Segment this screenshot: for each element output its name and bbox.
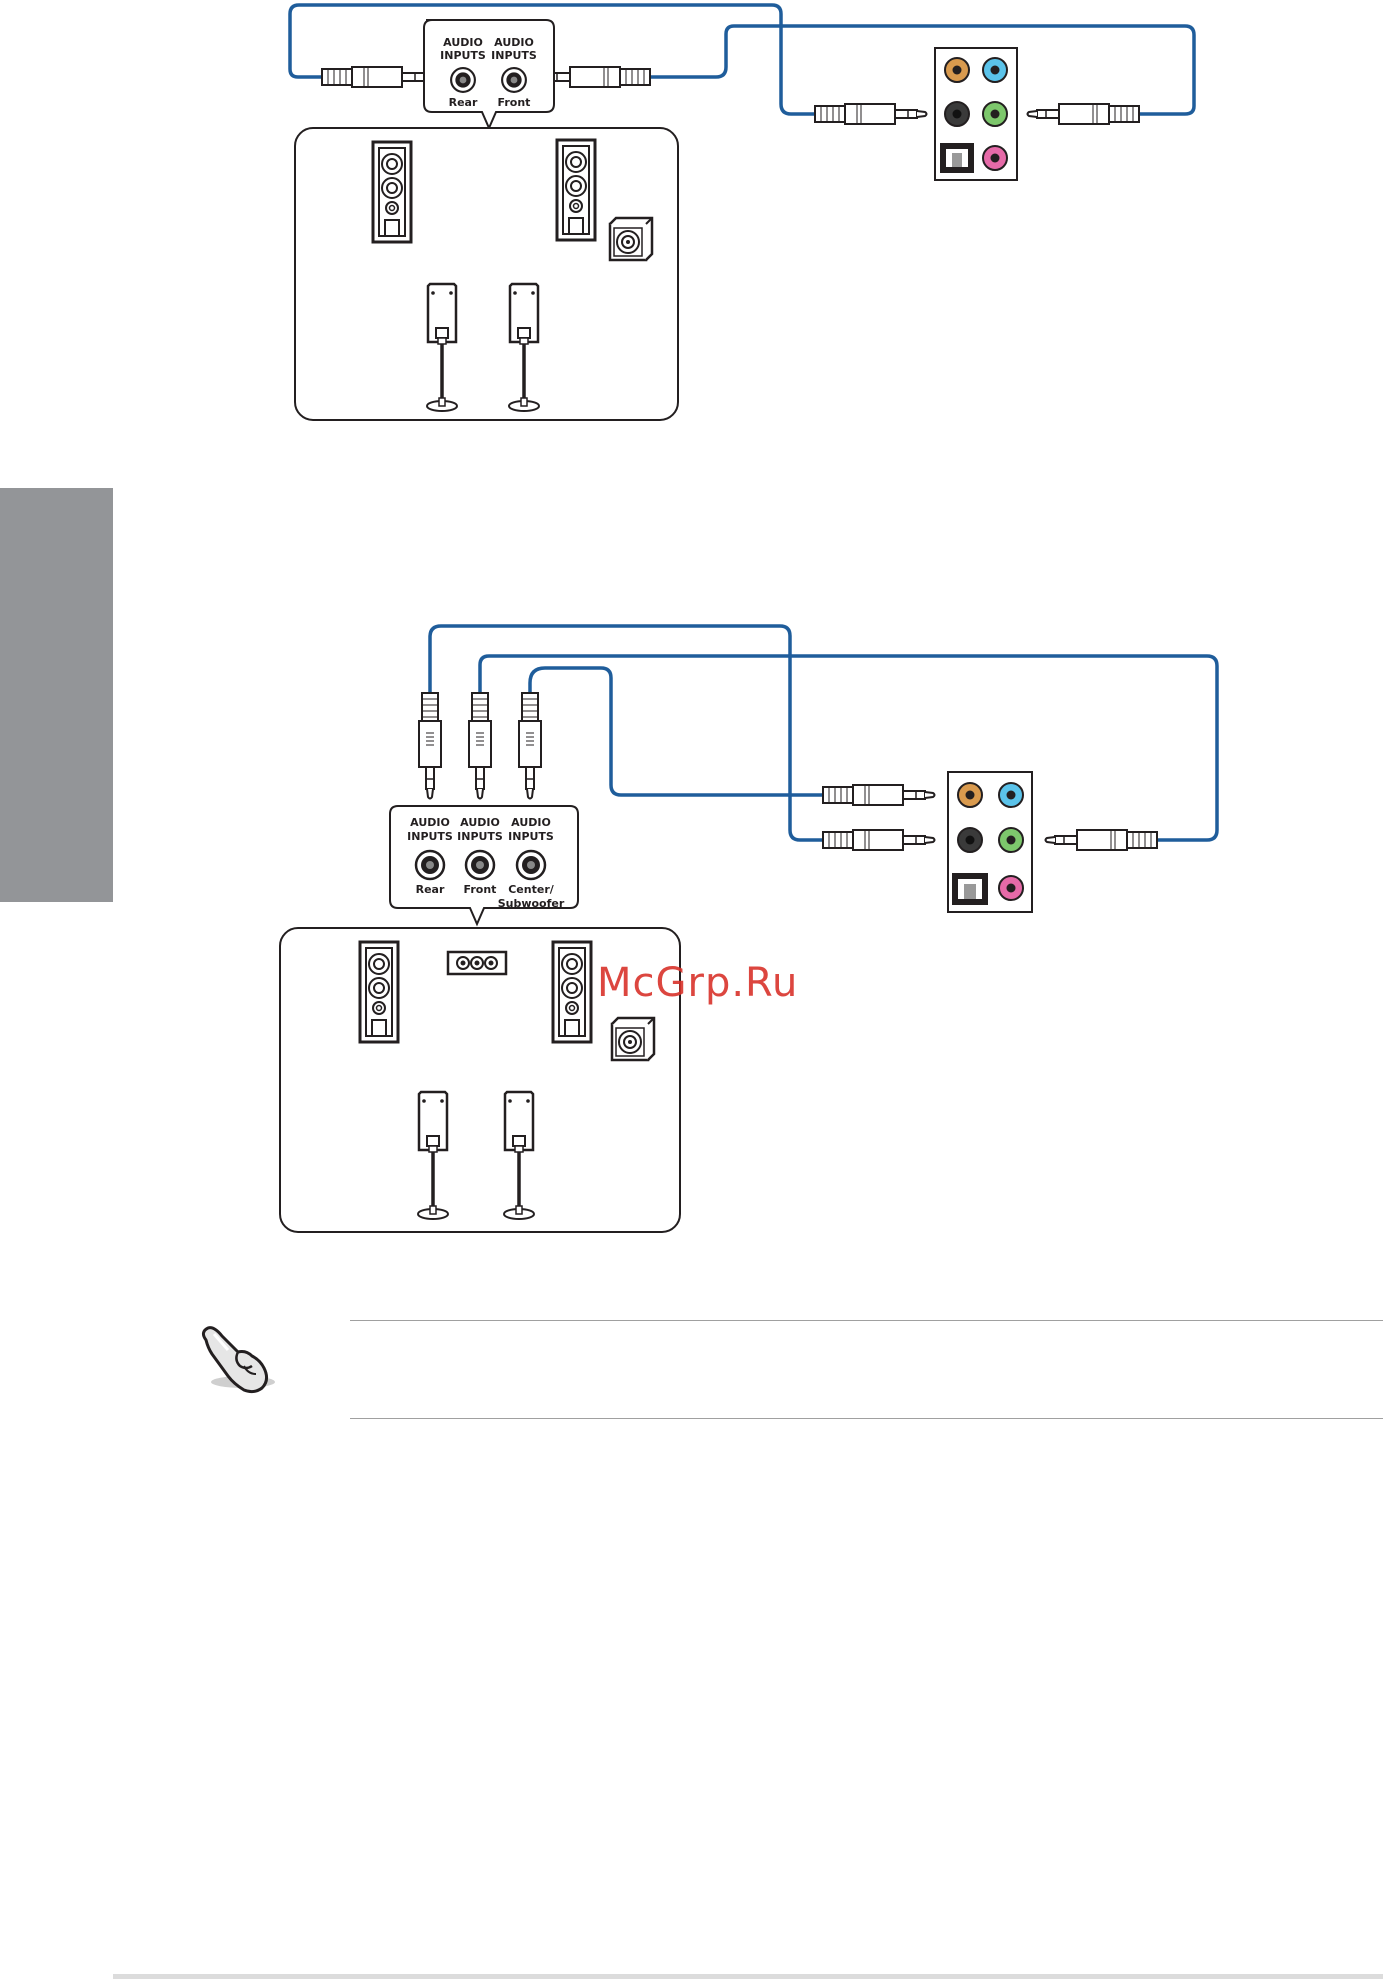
input-jack-icon (466, 851, 494, 879)
cable-front (650, 26, 1194, 114)
input-name: Front (464, 883, 497, 896)
plug-rear-speaker (419, 693, 441, 799)
plug-front-speaker (539, 67, 651, 87)
input-name: Rear (416, 883, 445, 896)
input-label-line2: INPUTS (491, 49, 537, 62)
input-jack-icon (451, 68, 475, 92)
input-label-line1: AUDIO (443, 36, 483, 49)
front-left-speaker-icon (360, 942, 398, 1042)
speaker-system-box (295, 128, 678, 420)
rear-audio-panel (948, 772, 1032, 912)
diagram-top: AUDIO INPUTS Rear AUDIO INPUTS Front (290, 5, 1194, 420)
input-jack-icon (517, 851, 545, 879)
input-label-line2: INPUTS (457, 830, 503, 843)
plug-rear-panel-right (1028, 104, 1140, 124)
front-right-speaker-icon (557, 140, 595, 240)
input-label-line1: AUDIO (494, 36, 534, 49)
cable-front (480, 656, 1217, 840)
input-name: Rear (449, 96, 478, 109)
input-name: Center/ (508, 883, 555, 896)
plug-rear-panel-orange (823, 785, 935, 805)
input-label-line2: INPUTS (440, 49, 486, 62)
input-label-line2: INPUTS (407, 830, 453, 843)
rear-audio-panel (935, 48, 1017, 180)
front-left-speaker-icon (373, 142, 411, 242)
watermark-text: McGrp.Ru (597, 960, 798, 1006)
plug-center-subwoofer (519, 693, 541, 799)
pointing-hand-icon (203, 1328, 275, 1392)
plug-rear-panel-green (1046, 830, 1158, 850)
front-right-speaker-icon (553, 942, 591, 1042)
subwoofer-icon (610, 218, 652, 260)
input-name-line2: Subwoofer (498, 897, 565, 910)
plug-rear-speaker (322, 67, 434, 87)
input-name: Front (498, 96, 531, 109)
input-label-line1: AUDIO (511, 816, 551, 829)
diagram-bottom: AUDIO INPUTS Rear AUDIO INPUTS Front AUD… (280, 626, 1217, 1232)
center-speaker-icon (448, 952, 506, 974)
input-jack-icon (416, 851, 444, 879)
input-label-line2: INPUTS (508, 830, 554, 843)
input-label-line1: AUDIO (460, 816, 500, 829)
plug-rear-panel-left (815, 104, 927, 124)
input-jack-icon (502, 68, 526, 92)
cable-center-subwoofer (530, 668, 823, 795)
input-label-line1: AUDIO (410, 816, 450, 829)
plug-front-speaker (469, 693, 491, 799)
plug-rear-panel-black (823, 830, 935, 850)
subwoofer-icon (612, 1018, 654, 1060)
